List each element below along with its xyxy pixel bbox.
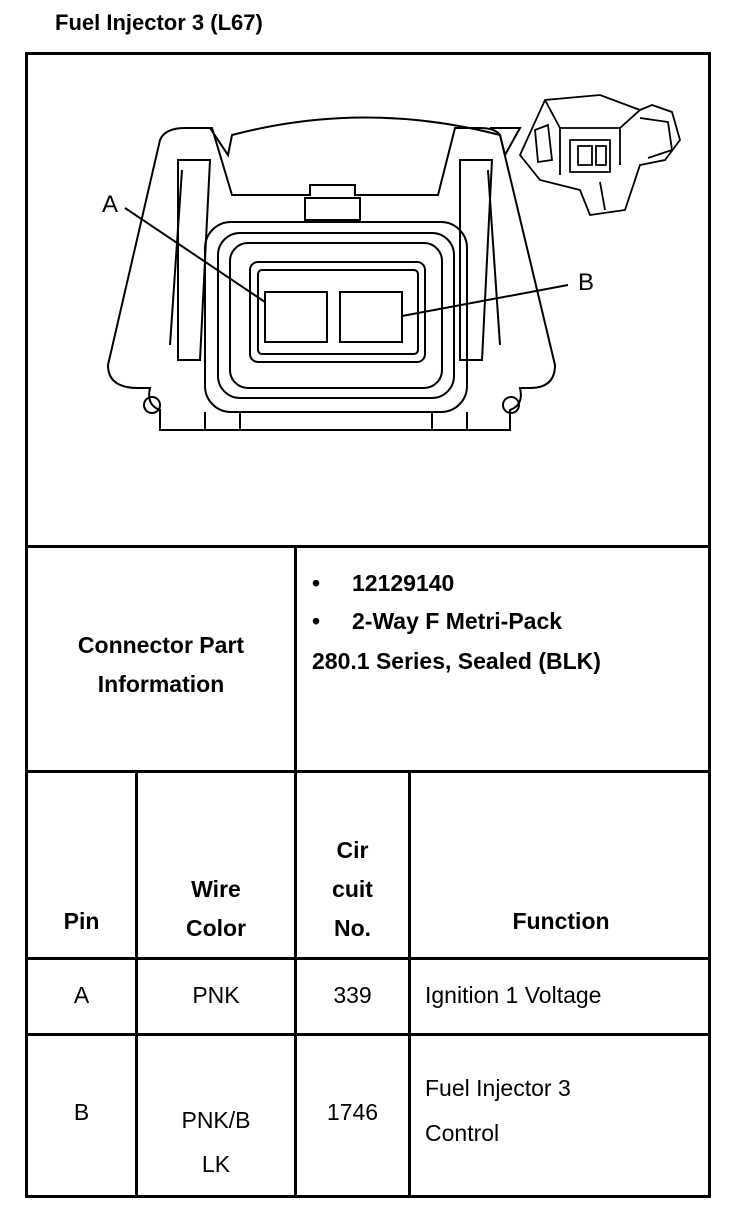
divider [135,770,138,1198]
cavity-a [264,291,328,343]
bullet-text: 2-Way F Metri-Pack [352,608,563,634]
connector-info-header-line: Information [97,671,225,697]
left-ear [143,396,161,414]
bullet-icon: • [312,570,321,596]
connector-table-frame [25,52,711,1198]
row-b-function-line: Fuel Injector 3 [425,1075,571,1101]
connector-part-number: • 12129140 [312,570,454,597]
seal-ring-2 [229,242,443,389]
divider [294,545,297,1198]
divider [408,770,411,1198]
row-b-circuit: 1746 [326,1099,379,1125]
callout-a-label: A [102,191,118,218]
row-b-function: Fuel Injector 3 Control [425,1066,571,1156]
row-b-wire-color-line: LK [201,1151,231,1177]
divider [25,1033,711,1036]
right-ear [502,396,520,414]
outer-seal [204,221,468,413]
header-circuit-no: Cir cuit No. [297,831,408,948]
callout-a-leader [124,207,266,303]
page-title: Fuel Injector 3 (L67) [55,10,263,35]
bullet-text: 12129140 [352,570,455,596]
header-function: Function [512,908,610,934]
header-circuit-line: cuit [332,876,373,902]
row-a-circuit: 339 [333,982,372,1008]
row-b-wire-color-line: PNK/B [181,1107,251,1133]
row-a-wire-color: PNK [192,982,240,1008]
header-wire-color-line: Wire [191,876,241,902]
bullet-icon: • [312,608,321,634]
connector-3d-thumbnail [518,94,681,216]
callout-b-leader [401,284,569,317]
header-circuit-line: No. [333,915,372,941]
row-b-function-line: Control [425,1120,500,1146]
connector-info-header-line: Connector Part [77,632,245,658]
seal-ring-1 [217,232,455,399]
row-a-function: Ignition 1 Voltage [425,982,602,1008]
callout-b-label: B [578,269,594,296]
connector-diagram: A B [102,94,681,431]
connector-series: 280.1 Series, Sealed (BLK) [312,648,601,674]
terminal-frame [249,261,426,363]
header-circuit-line: Cir [336,837,369,863]
cavity-b [339,291,403,343]
connector-housing-outline [107,116,522,366]
connector-type: • 2-Way F Metri-Pack [312,608,562,635]
row-b-pin: B [73,1099,90,1125]
connector-housing-body [107,127,557,431]
row-a-pin: A [73,982,90,1008]
row-b-wire-color: PNK/B LK [138,1098,294,1186]
divider [25,957,711,960]
header-wire-color: Wire Color [138,870,294,948]
connector-info-header: Connector Part Information [28,626,294,704]
header-pin: Pin [63,908,100,934]
divider [25,545,711,548]
header-wire-color-line: Color [185,915,247,941]
connector-latch [304,197,361,221]
divider [25,770,711,773]
